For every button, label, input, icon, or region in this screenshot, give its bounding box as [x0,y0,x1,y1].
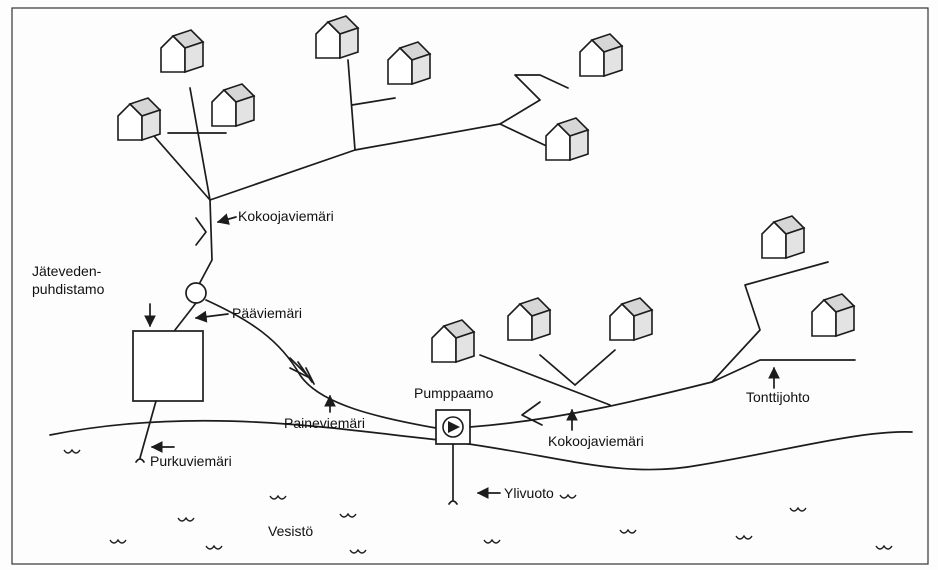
service-line [351,97,396,106]
shoreline [49,419,913,471]
upper-network [139,59,569,291]
label-purkuviemari: Purkuviemäri [150,453,232,469]
house-icon [761,215,805,259]
flow-chevron [289,357,315,385]
house-icon [315,15,359,59]
service-line [189,87,211,201]
treatment-plant-box [132,330,204,402]
house-icon [431,319,475,363]
outlet-mark [135,458,145,463]
label-pumppaamo: Pumppaamo [414,385,494,401]
label-kokoojaviemari-bottom: Kokoojaviemäri [548,433,644,449]
pressure-sewer [205,299,437,429]
service-line [479,354,611,406]
lower-network [469,261,856,428]
junction-node [185,282,207,304]
label-jatevedenpuhdistamo-2: puhdistamo [32,281,105,297]
house-icon [545,117,589,161]
house-icon [811,293,855,337]
frame-border [11,7,929,565]
service-line [711,359,856,383]
house-icon [387,41,431,85]
house-icon [160,29,204,73]
label-tonttijohto: Tonttijohto [746,389,810,405]
service-line [539,354,576,386]
collector-sewer-trunk [139,119,213,291]
label-ylivuoto: Ylivuoto [504,485,554,501]
collector-sewer-branch [209,149,356,201]
house-icon [609,297,653,341]
collector-sewer-branch [354,74,569,151]
house-icon [579,33,623,77]
house-icon [211,83,255,127]
overflow-outlet-mark [448,500,458,505]
pump-triangle-icon [448,421,460,433]
house-icon [507,297,551,341]
discharge-sewer [139,400,157,459]
label-jatevedenpuhdistamo-1: Jäteveden- [32,263,102,279]
label-paaviemari: Pääviemäri [232,305,302,321]
house-icon [117,97,161,141]
flow-chevron [521,401,543,426]
arrow [216,213,237,225]
label-kokoojaviemari-top: Kokoojaviemäri [238,208,334,224]
arrow [194,310,229,323]
service-line [574,349,616,386]
water-waves [63,448,893,554]
label-vesisto: Vesistö [268,523,313,539]
label-paineviemari: Paineviemäri [284,415,365,431]
main-sewer-in [174,302,197,331]
flow-chevron [195,217,207,246]
